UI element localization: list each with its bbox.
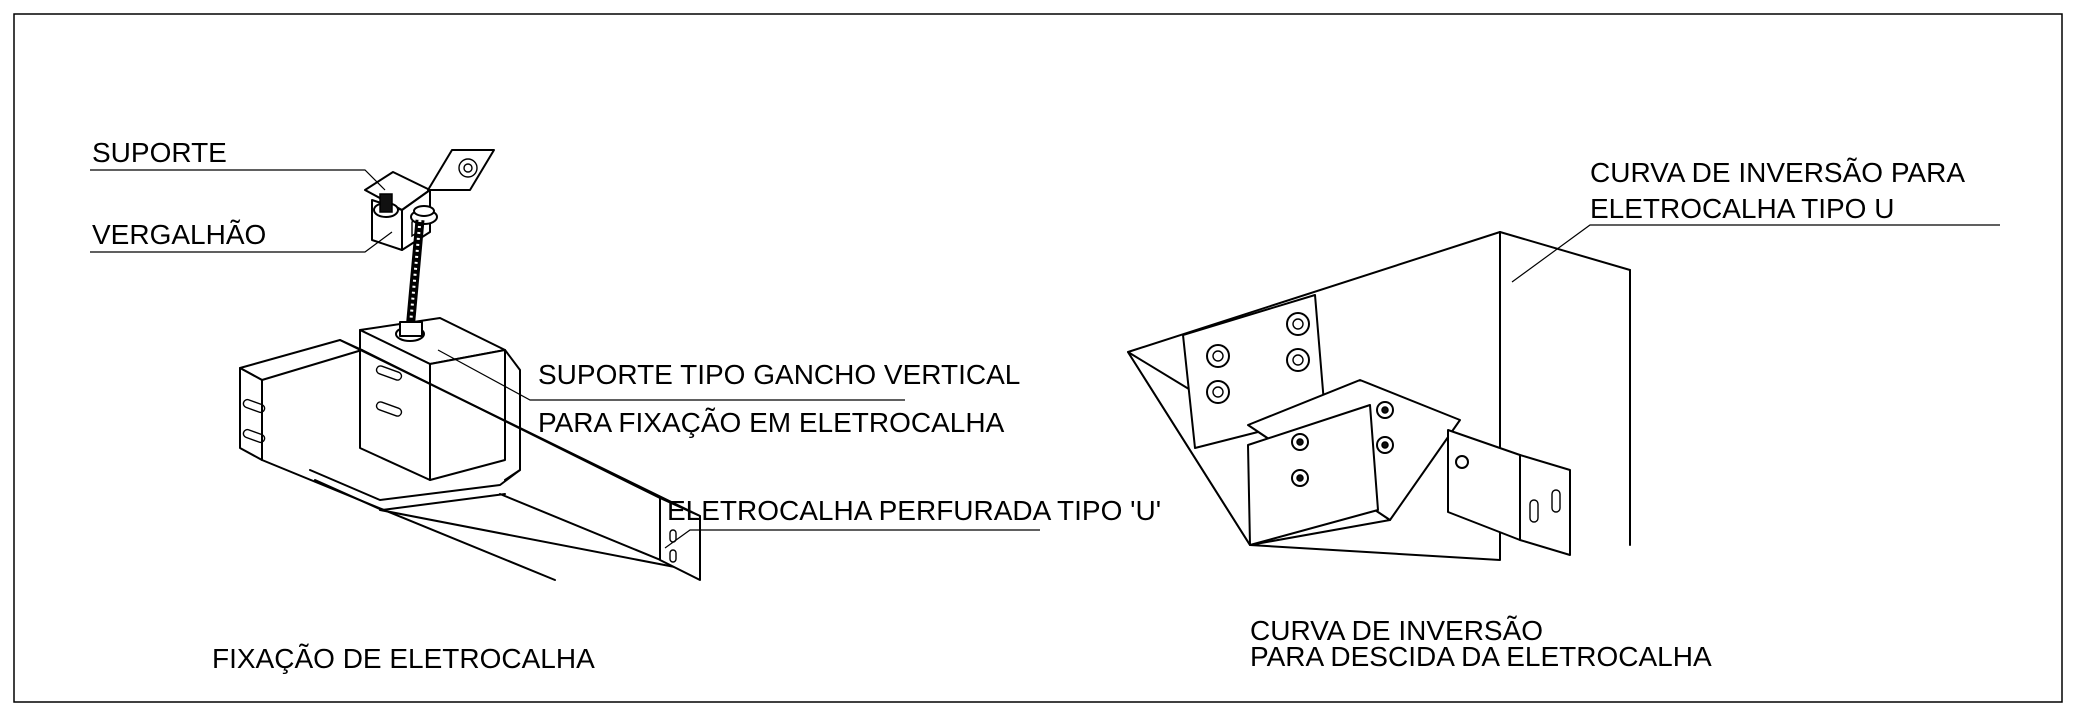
sheet-border — [13, 13, 2063, 703]
label-suporte: SUPORTE — [92, 137, 227, 168]
leader-curva — [1511, 224, 2000, 283]
label-vergalhao: VERGALHÃO — [92, 219, 266, 250]
inversion-curve-drawing: CURVA DE INVERSÃO PARA ELETROCALHA TIPO … — [1127, 157, 2000, 672]
leader-gancho — [437, 349, 905, 401]
label-gancho-line2: PARA FIXAÇÃO EM ELETROCALHA — [538, 407, 1005, 438]
label-curva-line2: ELETROCALHA TIPO U — [1590, 193, 1894, 224]
label-gancho-line1: SUPORTE TIPO GANCHO VERTICAL — [538, 359, 1020, 390]
leader-eletrocalha — [664, 529, 1040, 549]
fixing-assembly-drawing: SUPORTE VERGALHÃO SUPORTE TIPO GANCHO VE… — [90, 137, 1161, 674]
leader-vergalhao — [90, 231, 393, 253]
right-detail-title-line1: CURVA DE INVERSÃO — [1250, 615, 1543, 646]
label-eletrocalha: ELETROCALHA PERFURADA TIPO 'U' — [667, 495, 1161, 526]
left-detail-title: FIXAÇÃO DE ELETROCALHA — [212, 643, 595, 674]
label-curva-line1: CURVA DE INVERSÃO PARA — [1590, 157, 1965, 188]
splice-plate-lower — [1247, 404, 1379, 546]
bolts-lower-plate — [1291, 401, 1394, 487]
threaded-rod — [405, 219, 425, 331]
u-channel-tray — [239, 339, 701, 581]
bolts-upper-plate — [1206, 312, 1310, 404]
right-detail-title-line2: PARA DESCIDA DA ELETROCALHA — [1250, 641, 1712, 672]
leader-suporte — [90, 169, 386, 191]
